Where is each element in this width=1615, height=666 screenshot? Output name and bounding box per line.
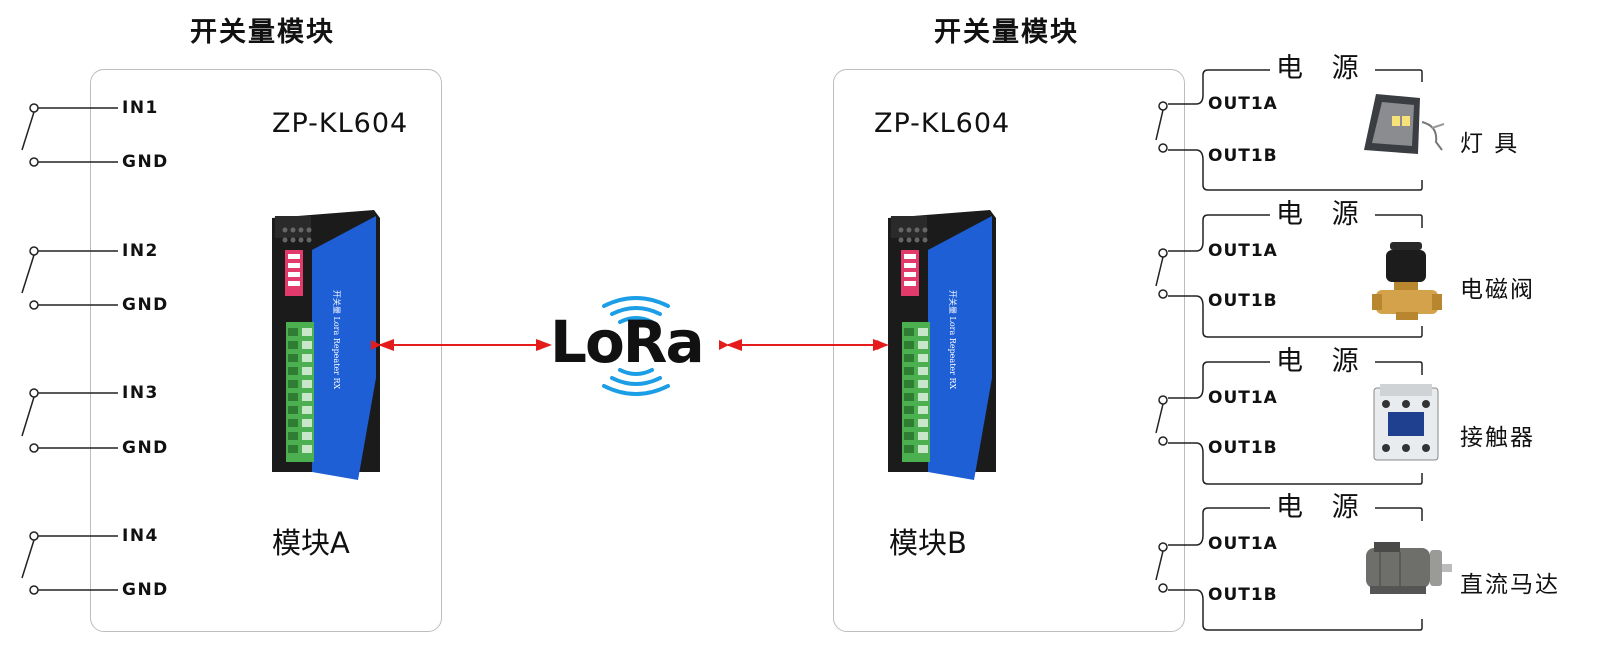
contactor-icon	[1370, 382, 1442, 464]
input-label-in4: IN4	[122, 526, 159, 546]
module-b-device-text: 开关量 Lora Repeater RX	[948, 290, 958, 390]
out-a-label-3: OUT1A	[1208, 388, 1278, 408]
out-b-label-1: OUT1B	[1208, 146, 1278, 166]
out-b-label-2: OUT1B	[1208, 291, 1278, 311]
module-a-name: 模块A	[272, 526, 350, 560]
gnd-label-2: GND	[122, 295, 169, 315]
gnd-label-4: GND	[122, 580, 169, 600]
power-label-3: 电 源	[1270, 345, 1375, 379]
load-label-4: 直流马达	[1460, 572, 1560, 598]
module-a-heading: 开关量模块	[190, 17, 335, 48]
power-label-1: 电 源	[1270, 52, 1375, 86]
power-label-2: 电 源	[1270, 198, 1375, 232]
module-b-heading: 开关量模块	[934, 17, 1079, 48]
input-label-in3: IN3	[122, 383, 159, 403]
module-b-device-icon: 开关量 Lora Repeater RX	[888, 210, 996, 482]
module-a-model: ZP-KL604	[272, 108, 409, 139]
gnd-label-3: GND	[122, 438, 169, 458]
input-wiring	[21, 103, 118, 595]
input-label-in1: IN1	[122, 98, 159, 118]
load-label-1: 灯 具	[1460, 131, 1520, 157]
load-label-3: 接触器	[1460, 425, 1535, 451]
out-a-label-2: OUT1A	[1208, 241, 1278, 261]
module-b-model: ZP-KL604	[874, 108, 1011, 139]
dc-motor-icon	[1360, 540, 1452, 598]
out-a-label-4: OUT1A	[1208, 534, 1278, 554]
load-label-2: 电磁阀	[1460, 277, 1535, 303]
solenoid-valve-icon	[1372, 240, 1442, 322]
floodlight-icon	[1362, 92, 1448, 162]
out-a-label-1: OUT1A	[1208, 94, 1278, 114]
module-a-device-text: 开关量 Lora Repeater RX	[332, 290, 342, 390]
module-a-device-icon: 开关量 Lora Repeater RX	[272, 210, 380, 482]
input-label-in2: IN2	[122, 241, 159, 261]
power-label-4: 电 源	[1270, 491, 1375, 525]
out-b-label-3: OUT1B	[1208, 438, 1278, 458]
out-b-label-4: OUT1B	[1208, 585, 1278, 605]
module-a-box	[90, 69, 442, 632]
module-b-name: 模块B	[889, 526, 967, 560]
lora-logo-text: LoRa	[550, 308, 703, 376]
lora-logo-icon: LoRa	[548, 290, 728, 396]
gnd-label-1: GND	[122, 152, 169, 172]
